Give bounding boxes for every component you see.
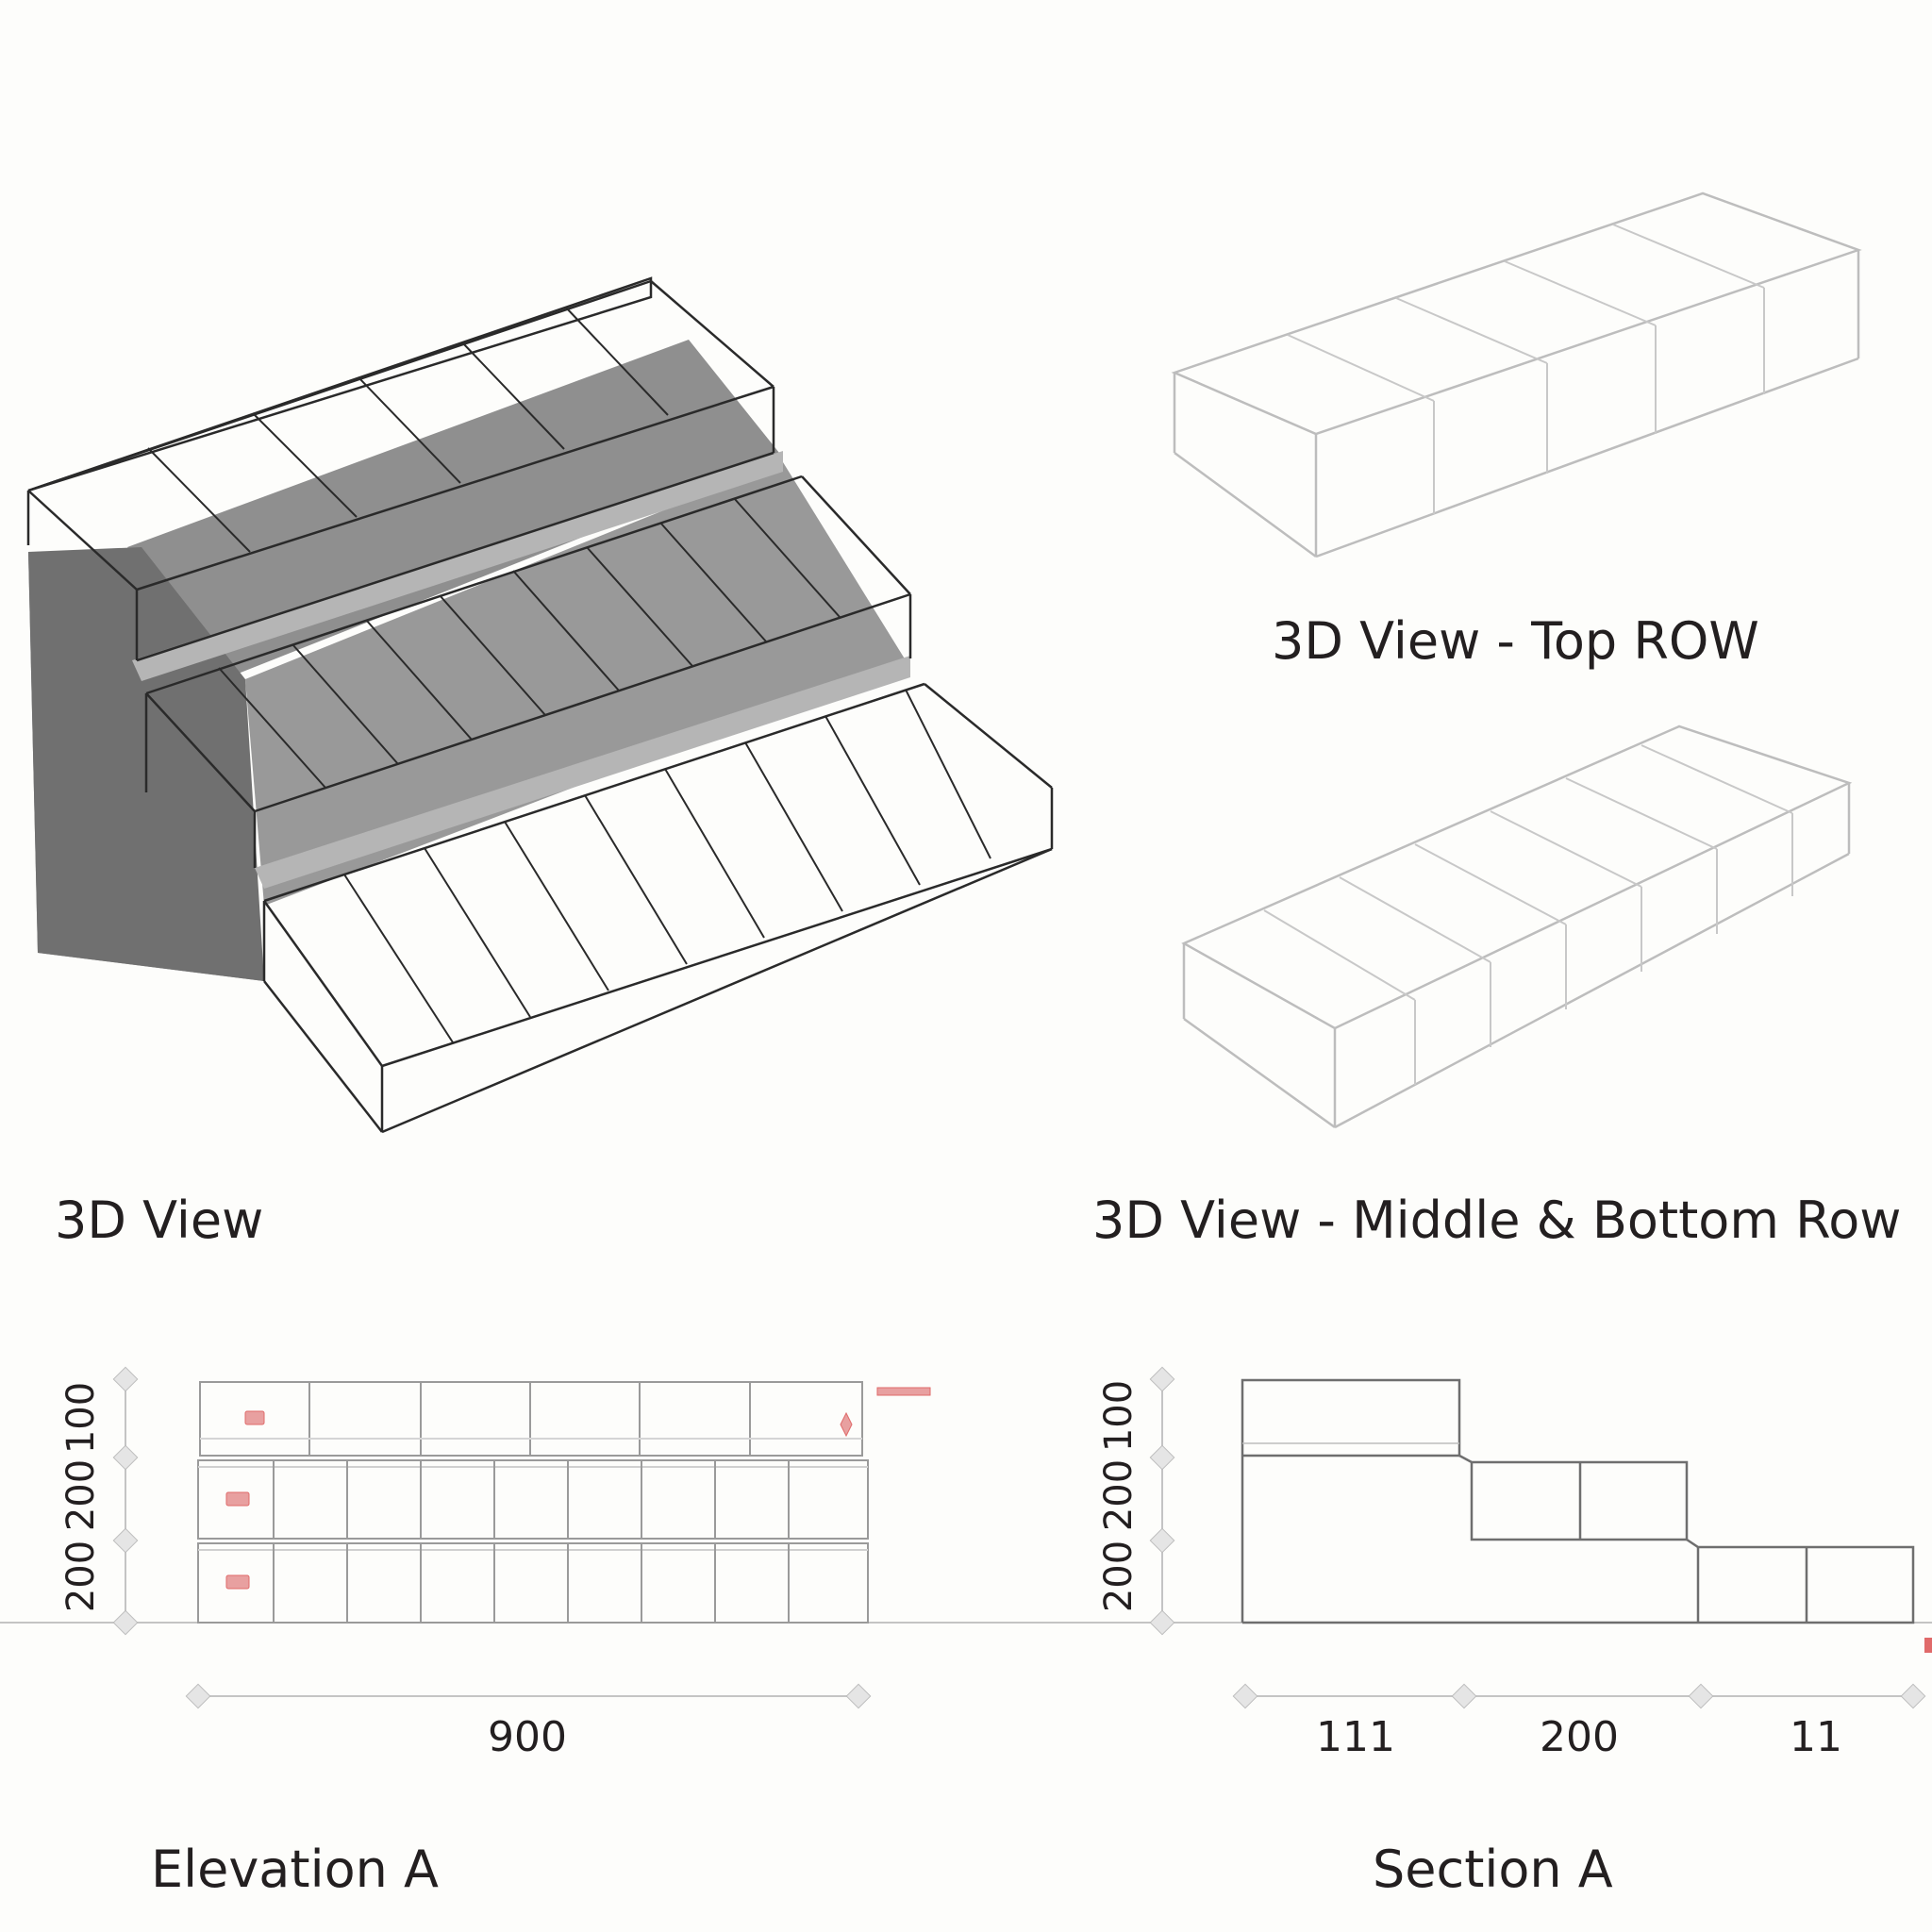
elevation-dim-width: 900	[488, 1713, 567, 1761]
section-vertical-dimension	[1149, 1366, 1175, 1636]
elevation-dim-height-middle: 200	[59, 1458, 104, 1532]
elevation-bottom-row	[197, 1542, 869, 1624]
elevation-dim-height-top: 100	[59, 1381, 104, 1455]
middle-tier-box	[144, 475, 912, 868]
elevation-middle-row	[197, 1459, 869, 1540]
bottom-tier-dividers	[343, 689, 991, 1043]
caption-section-a: Section A	[1373, 1840, 1613, 1899]
ledge-lower	[255, 656, 910, 889]
caption-elevation-a: Elevation A	[151, 1840, 439, 1899]
riser-tier2-top	[245, 462, 906, 906]
top-tier-dividers	[147, 307, 669, 553]
section-profile	[1241, 1378, 1915, 1624]
section-red-mark	[1924, 1638, 1932, 1653]
section-dim-depth-3: 11	[1790, 1713, 1842, 1761]
top-row-dividers	[1287, 224, 1765, 514]
middle-tier-dividers	[218, 497, 841, 789]
elevation-red-marks	[225, 1387, 931, 1590]
riser-tier1-top	[127, 340, 783, 675]
section-dim-height-top: 100	[1097, 1379, 1141, 1453]
mid-row-dividers	[1263, 744, 1793, 1085]
ledge-upper	[132, 451, 783, 681]
section-horizontal-dimension	[1232, 1683, 1926, 1709]
section-dim-height-middle: 200	[1097, 1458, 1141, 1532]
elevation-horizontal-dimension	[185, 1683, 872, 1709]
elevation-vertical-dimension	[112, 1366, 139, 1636]
top-tier-box	[26, 276, 775, 662]
elevation-dim-height-bottom: 200	[59, 1540, 104, 1613]
section-dim-depth-1: 111	[1316, 1713, 1395, 1761]
elevation-top-row	[199, 1381, 863, 1457]
section-dim-height-bottom: 200	[1097, 1540, 1141, 1613]
caption-3d-view: 3D View	[55, 1191, 264, 1250]
caption-top-row: 3D View - Top ROW	[1272, 611, 1759, 671]
section-dim-depth-2: 200	[1540, 1713, 1619, 1761]
bottom-tier-box	[262, 682, 1054, 1134]
caption-middle-bottom-row: 3D View - Middle & Bottom Row	[1092, 1191, 1902, 1250]
